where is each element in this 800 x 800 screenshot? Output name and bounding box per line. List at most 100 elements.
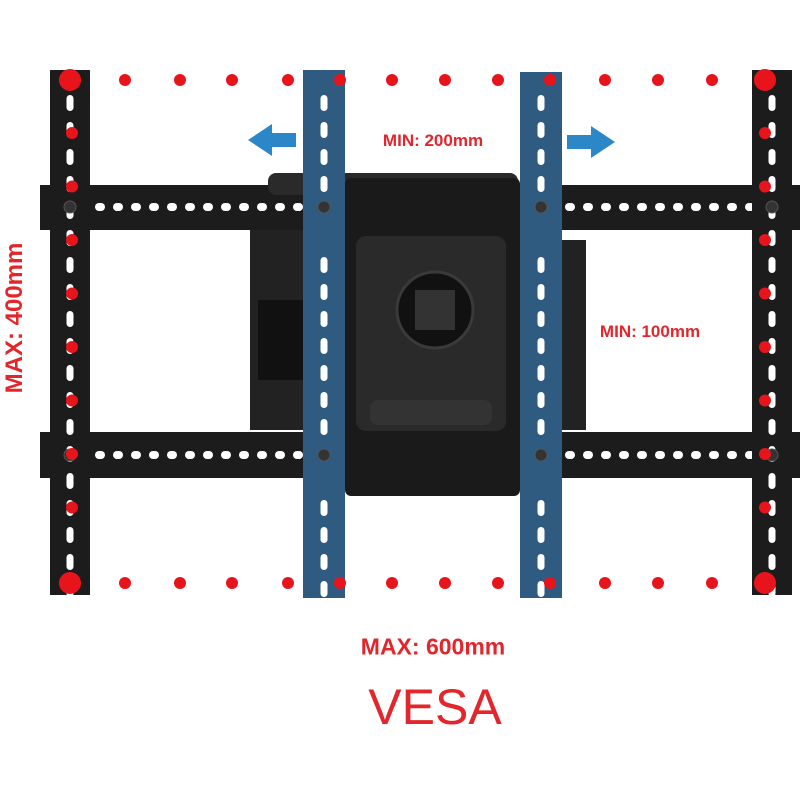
rail-slot <box>709 451 719 459</box>
rail-slot <box>655 451 665 459</box>
bracket-slot <box>66 311 74 327</box>
vesa-dot <box>759 180 771 193</box>
rail-slot <box>113 203 123 211</box>
vesa-dot <box>66 127 78 139</box>
vesa-dot <box>599 74 611 86</box>
vesa-dot <box>652 577 664 589</box>
vesa-dot <box>59 572 81 594</box>
vesa-dot <box>759 448 771 460</box>
rail-slot <box>95 203 105 211</box>
rail-slot <box>727 203 737 211</box>
bracket-slot <box>537 338 545 354</box>
rail-slot <box>221 451 231 459</box>
bracket-slot <box>320 311 328 327</box>
bracket-slot <box>66 257 74 273</box>
vesa-dot <box>66 448 78 460</box>
bracket-slot <box>768 554 776 570</box>
rail-slot <box>149 451 159 459</box>
rail-slot <box>131 203 141 211</box>
bracket-slot <box>66 95 74 111</box>
bracket-bolt <box>765 200 779 214</box>
rail-slot <box>565 451 575 459</box>
bracket-slot <box>768 473 776 489</box>
bracket-slot <box>537 500 545 516</box>
rail-slot <box>149 203 159 211</box>
min-height-label: MIN: 100mm <box>599 322 701 341</box>
bracket-slot <box>768 419 776 435</box>
bracket-slot <box>320 284 328 300</box>
swing-arm-right <box>558 240 586 430</box>
rail-slot <box>257 203 267 211</box>
bracket-slot <box>537 311 545 327</box>
bracket-bolt <box>534 448 548 462</box>
vesa-dot <box>759 127 771 139</box>
bracket-slot <box>537 284 545 300</box>
rail-slot <box>709 203 719 211</box>
vesa-dot <box>492 577 504 589</box>
rail-slot <box>239 451 249 459</box>
bracket-slot <box>768 311 776 327</box>
vesa-dot <box>59 69 81 91</box>
rail-slot <box>257 451 267 459</box>
bracket-slot <box>320 365 328 381</box>
bracket-slot <box>320 122 328 138</box>
vesa-dot <box>706 74 718 86</box>
vesa-dot <box>759 394 771 407</box>
bracket-slot <box>768 500 776 516</box>
vesa-dot <box>759 287 771 300</box>
rail-slot <box>727 451 737 459</box>
bracket-slot <box>768 149 776 165</box>
vesa-dot <box>174 577 186 589</box>
rail-slot <box>583 451 593 459</box>
bracket-slot <box>537 95 545 111</box>
vesa-dot <box>754 572 776 594</box>
bracket-slot <box>320 554 328 570</box>
rail-slot <box>565 203 575 211</box>
bracket-slot <box>768 257 776 273</box>
vesa-dot <box>282 577 294 589</box>
vesa-dot <box>226 74 238 86</box>
max-height-label: MAX: 400mm <box>1 242 28 394</box>
bracket-slot <box>320 392 328 408</box>
bracket-slot <box>768 392 776 408</box>
vesa-dot <box>119 74 131 86</box>
vesa-dot <box>66 501 78 514</box>
vesa-dot <box>759 341 771 353</box>
bracket-bolt <box>534 200 548 214</box>
bracket-slot <box>320 419 328 435</box>
bracket-slot <box>537 149 545 165</box>
bracket-slot <box>66 365 74 381</box>
bracket-slot <box>768 338 776 354</box>
vesa-dot <box>334 74 346 86</box>
arrow-left-icon <box>248 124 296 156</box>
vesa-dot <box>544 577 556 589</box>
vesa-dot <box>652 74 664 86</box>
vesa-dot <box>706 577 718 589</box>
rail-slot <box>167 203 177 211</box>
bracket-slot <box>537 392 545 408</box>
rail-slot <box>583 203 593 211</box>
rail-slot <box>95 451 105 459</box>
vesa-dot <box>66 287 78 300</box>
vesa-dot <box>386 577 398 589</box>
bracket-slot <box>537 419 545 435</box>
bracket-slot <box>768 95 776 111</box>
bracket-slot <box>320 581 328 597</box>
max-width-label: MAX: 600mm <box>360 633 506 660</box>
rail-slot <box>293 451 303 459</box>
rail-slot <box>131 451 141 459</box>
rail-slot <box>221 203 231 211</box>
vesa-dot <box>66 180 78 193</box>
vesa-dot <box>759 234 771 246</box>
rail-slot <box>275 451 285 459</box>
rail-slot <box>203 203 213 211</box>
right-vertical-bracket <box>752 70 792 595</box>
bracket-slot <box>66 473 74 489</box>
left-vertical-bracket <box>50 70 90 595</box>
vesa-dot <box>174 74 186 86</box>
vesa-dot <box>66 234 78 246</box>
vesa-dot <box>439 74 451 86</box>
bracket-slot <box>320 338 328 354</box>
vesa-dot <box>544 74 556 86</box>
rail-slot <box>275 203 285 211</box>
